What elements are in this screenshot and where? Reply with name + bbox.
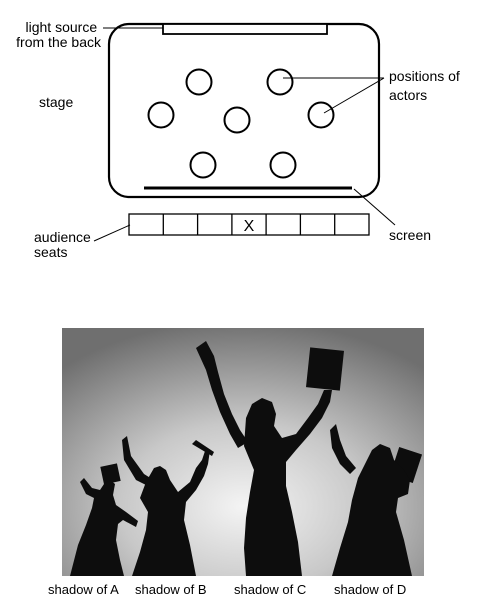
positions-label: positions of actors [389, 68, 464, 103]
shadow-caption-c: shadow of C [234, 582, 306, 597]
light-source-label-line: from the back [16, 34, 102, 50]
actor-position [147, 101, 175, 129]
light-source-label-line: light source [26, 19, 98, 35]
positions-label-line: actors [389, 87, 427, 103]
silhouette-c-raised-arm [196, 341, 248, 448]
audience-pointer [93, 224, 131, 242]
light-source-label: light source from the back [16, 19, 102, 50]
actor-position [269, 151, 297, 179]
silhouette-c-body [244, 390, 332, 576]
actor-positions [147, 68, 335, 179]
audience-seats: X [128, 213, 370, 236]
silhouette-a [70, 463, 138, 576]
positions-label-line: positions of [389, 68, 460, 84]
silhouette-a-book [100, 463, 121, 485]
actor-position [266, 68, 294, 96]
screen-pointer [353, 188, 396, 226]
actor-position [307, 101, 335, 129]
silhouette-b [122, 436, 214, 576]
marked-seat: X [244, 218, 255, 235]
silhouettes [70, 341, 423, 576]
silhouette-a-body [70, 478, 138, 576]
stage-label: stage [39, 94, 73, 110]
actor-position [223, 106, 251, 134]
stage-diagram: X light source from the back stage posit… [16, 19, 464, 260]
silhouette-d-body [332, 444, 412, 576]
audience-label-line: seats [34, 244, 67, 260]
silhouette-c-book [306, 347, 344, 391]
positions-pointer-2 [323, 77, 385, 114]
screen-label: screen [389, 227, 431, 243]
shadow-caption-d: shadow of D [334, 582, 406, 597]
seat-row-outline [128, 213, 370, 236]
shadow-photo: shadow of A shadow of B shadow of C shad… [48, 328, 424, 597]
actor-position [189, 151, 217, 179]
actor-position [185, 68, 213, 96]
shadow-caption-a: shadow of A [48, 582, 119, 597]
silhouette-d [330, 424, 423, 576]
silhouette-d-arm [330, 424, 356, 474]
silhouette-b-arm [122, 436, 152, 486]
silhouette-c [196, 341, 344, 576]
light-source-bar [162, 23, 328, 35]
audience-label: audience seats [34, 229, 95, 260]
audience-label-line: audience [34, 229, 91, 245]
shadow-caption-b: shadow of B [135, 582, 207, 597]
silhouette-b-body [132, 448, 210, 576]
